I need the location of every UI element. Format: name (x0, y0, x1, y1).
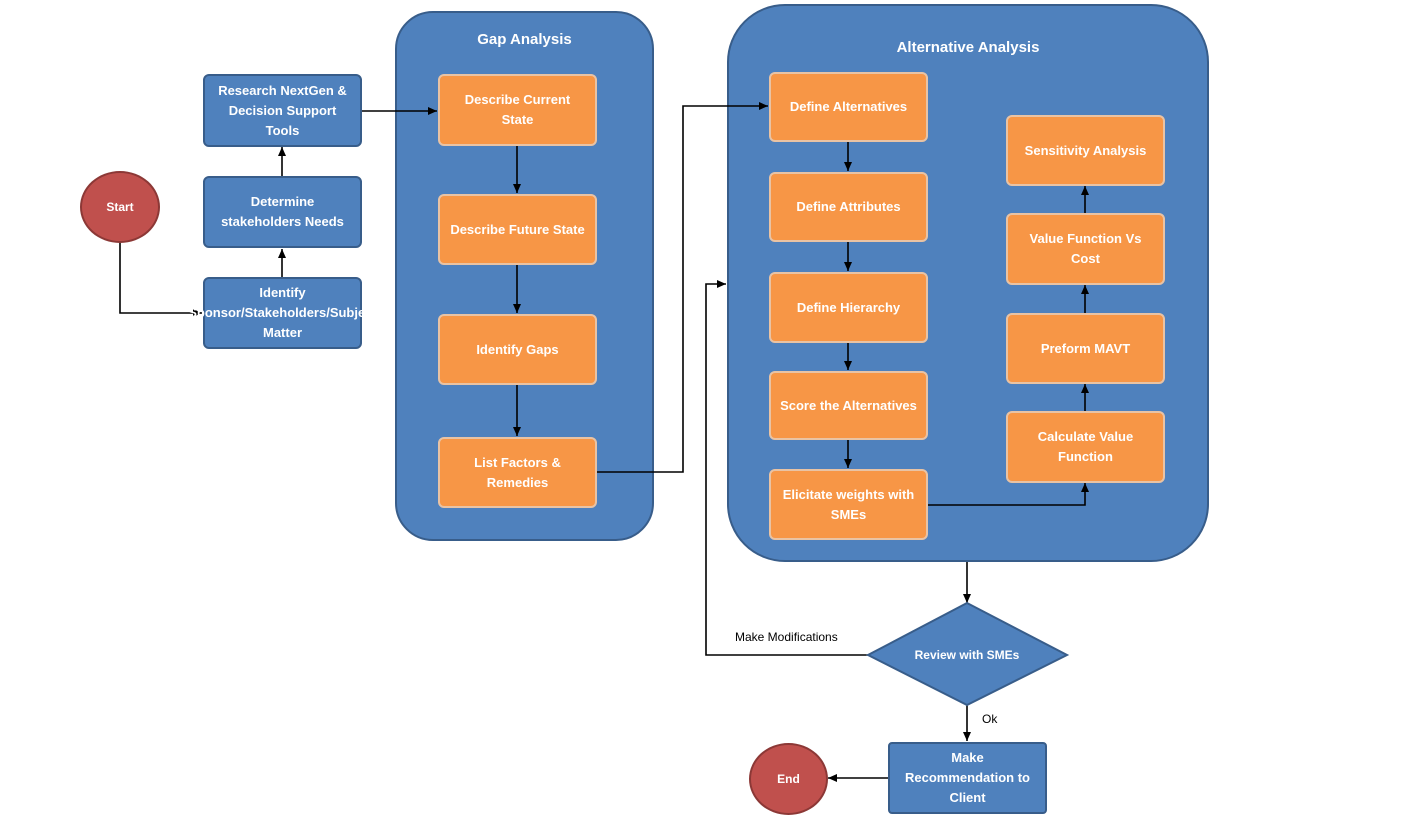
alt-step-elicitate-weights: Elicitate weights with SMEs (769, 469, 928, 540)
start-node: Start (80, 171, 160, 243)
gap-step-future-state: Describe Future State (438, 194, 597, 265)
recommendation-box: Make Recommendation to Client (888, 742, 1047, 814)
gap-analysis-title: Gap Analysis (477, 31, 572, 48)
alt-step-value-function-vs-cost: Value Function Vs Cost (1006, 213, 1165, 285)
alt-step-define-attributes: Define Attributes (769, 172, 928, 242)
determine-box: Determine stakeholders Needs (203, 176, 362, 248)
alt-step-preform-mavt: Preform MAVT (1006, 313, 1165, 384)
gap-step-current-state: Describe Current State (438, 74, 597, 146)
review-label: Review with SMEs (914, 647, 1020, 662)
end-node: End (749, 743, 828, 815)
review-diamond (865, 601, 1070, 707)
make-modifications-label: Make Modifications (735, 630, 838, 644)
gap-step-identify-gaps: Identify Gaps (438, 314, 597, 385)
alt-step-calculate-value-function: Calculate Value Function (1006, 411, 1165, 483)
alt-step-sensitivity-analysis: Sensitivity Analysis (1006, 115, 1165, 186)
alt-step-define-alternatives: Define Alternatives (769, 72, 928, 142)
alt-step-define-hierarchy: Define Hierarchy (769, 272, 928, 343)
identify-box: Identify Sponsor/Stakeholders/Subject Ma… (188, 277, 377, 349)
research-box: Research NextGen & Decision Support Tool… (203, 74, 362, 147)
ok-label: Ok (982, 712, 998, 726)
gap-step-list-factors: List Factors & Remedies (438, 437, 597, 508)
alt-step-score-alternatives: Score the Alternatives (769, 371, 928, 440)
alternative-analysis-title: Alternative Analysis (896, 39, 1040, 56)
